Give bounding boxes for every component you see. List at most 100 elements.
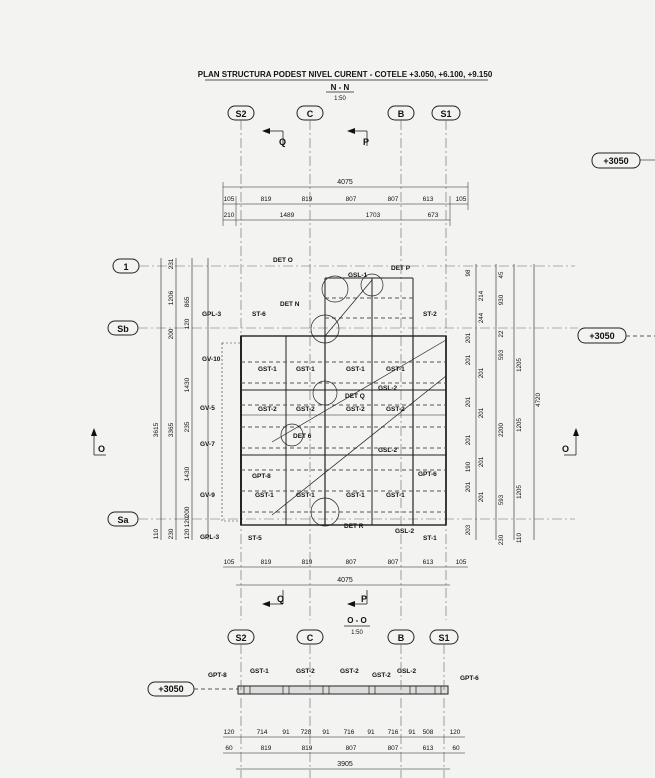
svg-text:1205: 1205 [516, 358, 523, 372]
left-dimensions: 3615 1206 3365 865 1430 1430 231 120 200… [153, 258, 209, 540]
svg-text:716: 716 [344, 729, 355, 736]
bottom-dimensions: 105 819 819 807 807 613 105 4075 [223, 559, 468, 586]
svg-text:230: 230 [498, 534, 505, 545]
svg-text:GST-2: GST-2 [372, 672, 391, 679]
section-axis-bubble-c: C [296, 629, 324, 645]
gpt6-plan-label: GPT-6 [418, 471, 437, 478]
svg-text:O: O [98, 444, 105, 454]
svg-text:714: 714 [257, 729, 268, 736]
svg-text:865: 865 [184, 296, 191, 307]
svg-text:GST-1: GST-1 [346, 492, 365, 499]
detail-circles [280, 273, 384, 527]
svg-text:S1: S1 [440, 109, 451, 119]
gsl2b-label: GSL-2 [378, 447, 398, 454]
section-level-tag: +3050 [147, 681, 238, 697]
svg-text:120: 120 [450, 729, 461, 736]
svg-text:120: 120 [184, 528, 191, 539]
svg-text:91: 91 [408, 729, 416, 736]
axis-bubble-c: C [296, 105, 324, 121]
svg-text:4075: 4075 [337, 577, 353, 584]
svg-text:819: 819 [302, 745, 313, 752]
svg-text:819: 819 [261, 745, 272, 752]
axis-bubble-sb: Sb [107, 320, 578, 336]
svg-text:593: 593 [498, 494, 505, 505]
svg-text:203: 203 [465, 524, 472, 535]
svg-text:120: 120 [184, 318, 191, 329]
st1-label: ST-1 [423, 535, 437, 542]
st6-label: ST-6 [252, 311, 266, 318]
st5-label: ST-5 [248, 535, 262, 542]
gv9-label: GV-9 [200, 492, 215, 499]
svg-text:P: P [363, 137, 369, 147]
svg-text:GST-2: GST-2 [296, 668, 315, 675]
svg-text:819: 819 [261, 196, 272, 203]
svg-text:P: P [361, 594, 367, 604]
svg-text:201: 201 [465, 354, 472, 365]
svg-text:613: 613 [423, 745, 434, 752]
gsl1-label: GSL-1 [348, 272, 368, 279]
section-marker-o-right: O [562, 428, 579, 456]
gv10-label: GV-10 [202, 356, 221, 363]
svg-text:201: 201 [465, 434, 472, 445]
svg-text:+3050: +3050 [603, 156, 628, 166]
svg-text:1205: 1205 [516, 485, 523, 499]
svg-text:S2: S2 [235, 109, 246, 119]
vertical-axis-lines [240, 120, 447, 620]
svg-text:508: 508 [423, 729, 434, 736]
svg-text:91: 91 [367, 729, 375, 736]
svg-text:200: 200 [184, 506, 191, 517]
svg-text:807: 807 [346, 559, 357, 566]
svg-text:807: 807 [388, 745, 399, 752]
svg-text:B: B [398, 633, 405, 643]
det-n-label: DET N [280, 301, 300, 308]
svg-text:819: 819 [302, 196, 313, 203]
level-tag-right-upper: +3050 [591, 152, 655, 169]
section-marker-q-top: Q [262, 128, 286, 147]
svg-text:235: 235 [184, 421, 191, 432]
plan-labels: DET O DET P DET N DET Q DET 6 DET R GSL-… [200, 257, 437, 542]
svg-text:GSL-2: GSL-2 [397, 668, 417, 675]
svg-text:45: 45 [498, 271, 505, 278]
gpl3b-label: GPL-3 [200, 534, 220, 541]
svg-text:Sb: Sb [117, 324, 129, 334]
svg-text:613: 613 [423, 196, 434, 203]
section-marker-p-top: P [347, 128, 369, 147]
svg-text:GPT-6: GPT-6 [460, 675, 479, 682]
svg-text:1: 1 [123, 262, 128, 272]
svg-text:201: 201 [465, 481, 472, 492]
axis-bubble-s2: S2 [227, 105, 255, 121]
svg-text:807: 807 [346, 745, 357, 752]
section-marker-p-bottom: P [347, 590, 368, 607]
svg-text:GST-2: GST-2 [296, 406, 315, 413]
svg-text:O: O [562, 444, 569, 454]
svg-text:Q: Q [277, 594, 284, 604]
svg-text:Sa: Sa [117, 515, 129, 525]
svg-text:807: 807 [346, 196, 357, 203]
svg-text:4720: 4720 [535, 393, 542, 407]
top-dimensions: 4075 105 819 819 807 807 613 105 210 148… [222, 179, 469, 226]
plan-scale: 1:50 [334, 96, 346, 102]
section-scale: 1:50 [351, 630, 363, 636]
svg-text:GST-1: GST-1 [258, 366, 277, 373]
svg-text:201: 201 [478, 407, 485, 418]
svg-text:91: 91 [282, 729, 290, 736]
svg-text:4075: 4075 [337, 179, 353, 186]
gv7-label: GV-7 [200, 441, 215, 448]
svg-text:120: 120 [184, 516, 191, 527]
svg-text:B: B [398, 109, 405, 119]
svg-text:2200: 2200 [498, 423, 505, 437]
section-labels: GPT-8 GST-1 GST-2 GST-2 GST-2 GSL-2 GPT-… [208, 668, 479, 682]
svg-text:3615: 3615 [153, 422, 160, 437]
svg-text:Q: Q [279, 137, 286, 147]
svg-text:105: 105 [456, 196, 467, 203]
svg-text:3365: 3365 [168, 422, 175, 437]
svg-text:201: 201 [465, 332, 472, 343]
svg-text:22: 22 [498, 330, 505, 337]
svg-text:60: 60 [225, 745, 233, 752]
gpl3a-label: GPL-3 [202, 311, 222, 318]
svg-text:819: 819 [261, 559, 272, 566]
svg-text:1206: 1206 [168, 290, 175, 305]
svg-text:GST-2: GST-2 [340, 668, 359, 675]
section-axis-bubble-b: B [387, 629, 415, 645]
gpt8-plan-label: GPT-8 [252, 473, 271, 480]
